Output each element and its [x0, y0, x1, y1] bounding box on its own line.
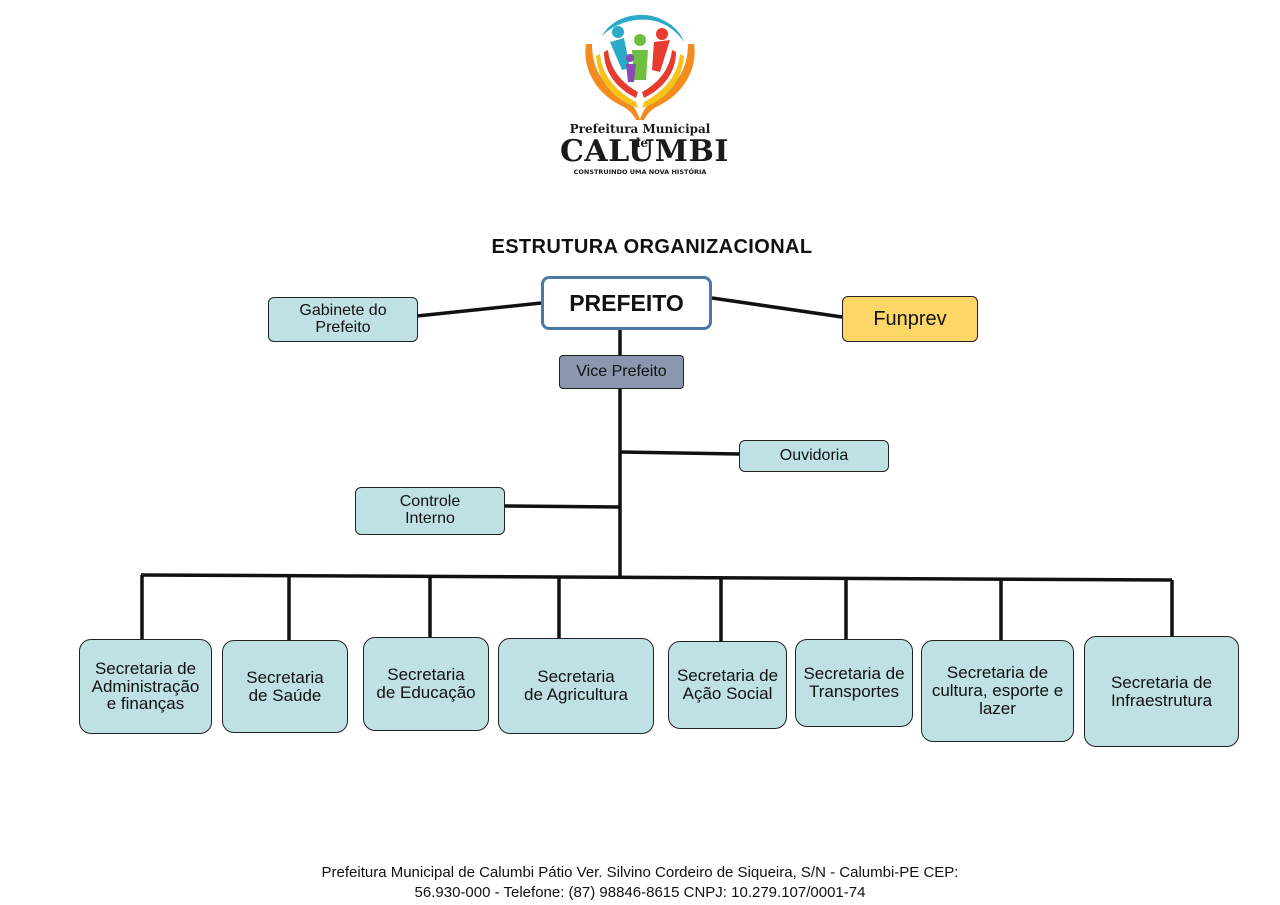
node-secretaria-infraestrutura: Secretaria de Infraestrutura [1084, 636, 1239, 747]
node-secretaria-acao-social: Secretaria de Ação Social [668, 641, 787, 729]
node-secretaria-administracao: Secretaria de Administração e finanças [79, 639, 212, 734]
node-controle-interno: Controle Interno [355, 487, 505, 535]
footer-address: Prefeitura Municipal de Calumbi Pátio Ve… [240, 863, 1040, 902]
node-gabinete: Gabinete do Prefeito [268, 297, 418, 342]
hands-people-logo-icon [585, 14, 695, 120]
node-ouvidoria: Ouvidoria [739, 440, 889, 472]
logo-tagline: CONSTRUINDO UMA NOVA HISTÓRIA [573, 168, 707, 176]
footer-line1: Prefeitura Municipal de Calumbi Pátio Ve… [321, 864, 959, 881]
line-controle [504, 504, 621, 509]
logo: Prefeitura Municipal de CALUMBI CONSTRUI… [560, 10, 729, 180]
node-prefeito: PREFEITO [541, 276, 712, 330]
line-horizontal-bus [140, 573, 1173, 582]
footer-line2: 56.930-000 - Telefone: (87) 98846-8615 C… [414, 883, 866, 901]
node-secretaria-agricultura: Secretaria de Agricultura [498, 638, 654, 734]
line-ouvidoria [619, 450, 740, 456]
node-funprev: Funprev [842, 296, 978, 342]
logo-line1: Prefeitura Municipal de [569, 122, 711, 150]
node-secretaria-cultura: Secretaria de cultura, esporte e lazer [921, 640, 1074, 742]
line-prefeito-gabinete [416, 301, 542, 318]
node-secretaria-educacao: Secretaria de Educação [363, 637, 489, 731]
node-secretaria-transportes: Secretaria de Transportes [795, 639, 913, 727]
logo-line2: CALUMBI [560, 134, 729, 169]
node-vice-prefeito: Vice Prefeito [559, 355, 684, 389]
node-secretaria-saude: Secretaria de Saúde [222, 640, 348, 733]
line-prefeito-funprev [711, 296, 843, 319]
chart-title: ESTRUTURA ORGANIZACIONAL [491, 236, 813, 258]
